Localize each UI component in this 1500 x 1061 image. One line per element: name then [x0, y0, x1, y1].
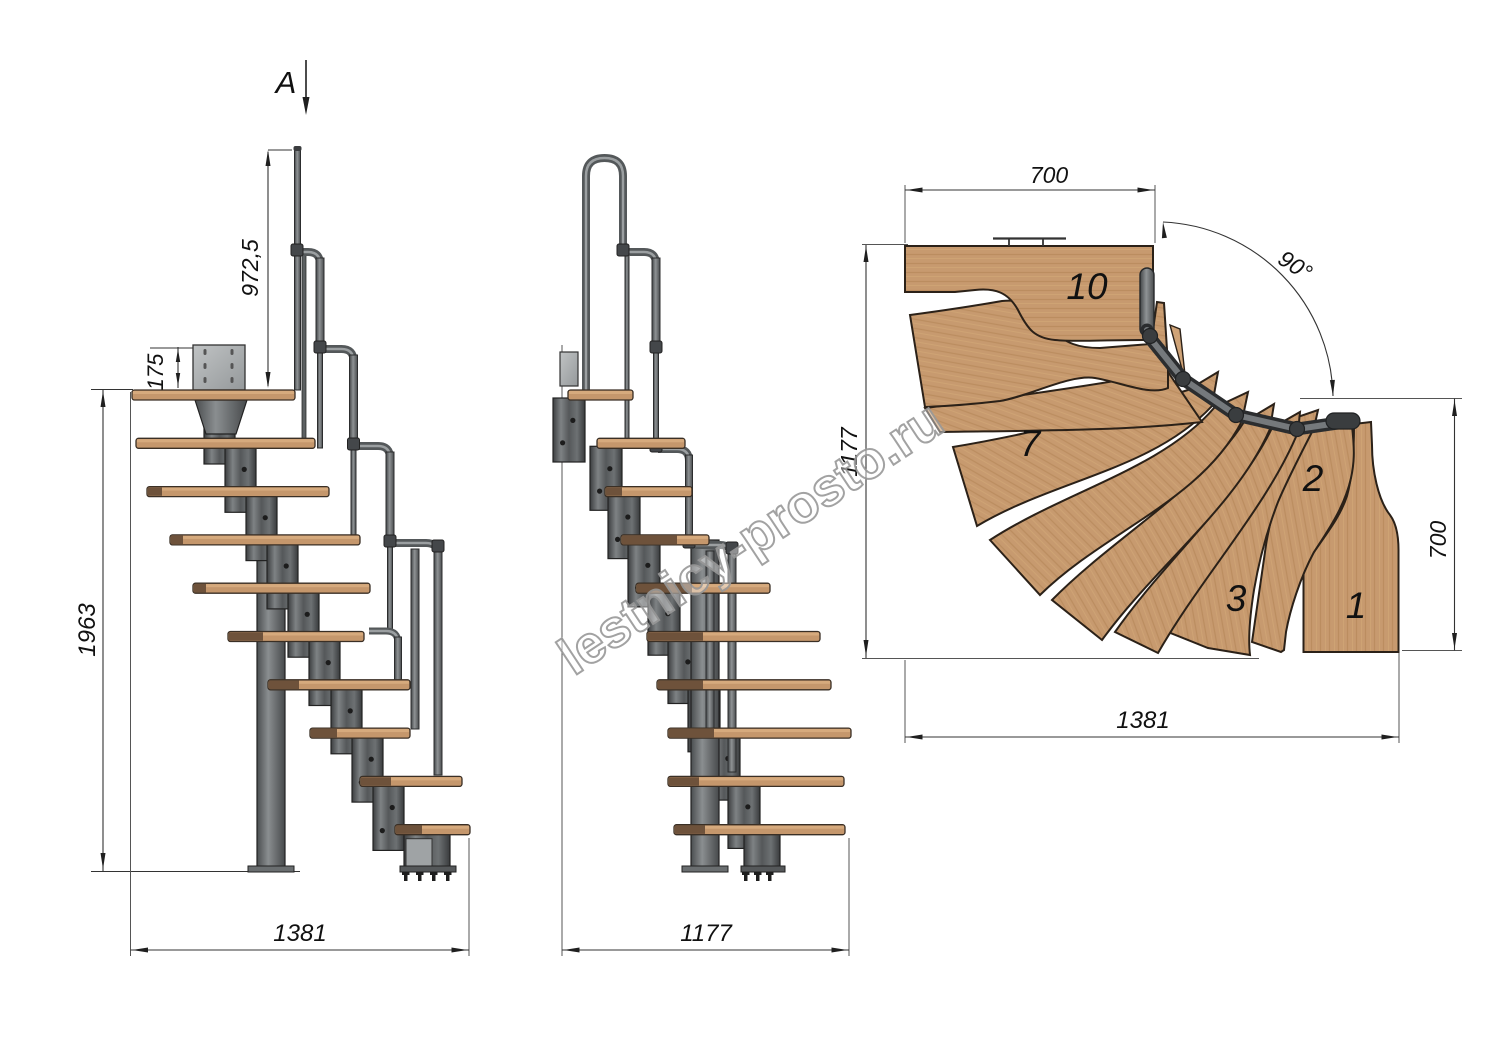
svg-text:700: 700: [1030, 162, 1069, 188]
svg-text:1177: 1177: [680, 920, 733, 947]
svg-text:700: 700: [1425, 521, 1451, 560]
svg-text:1: 1: [1346, 585, 1367, 626]
svg-text:10: 10: [1066, 266, 1108, 307]
svg-text:1963: 1963: [74, 603, 101, 657]
svg-text:A: A: [274, 65, 297, 100]
svg-text:1381: 1381: [273, 920, 326, 947]
svg-text:1381: 1381: [1116, 707, 1169, 734]
svg-text:175: 175: [143, 353, 168, 390]
svg-text:7: 7: [1020, 423, 1042, 464]
svg-text:2: 2: [1302, 458, 1324, 499]
svg-text:3: 3: [1226, 578, 1247, 619]
svg-text:972,5: 972,5: [237, 239, 263, 297]
svg-text:1177: 1177: [836, 426, 862, 477]
